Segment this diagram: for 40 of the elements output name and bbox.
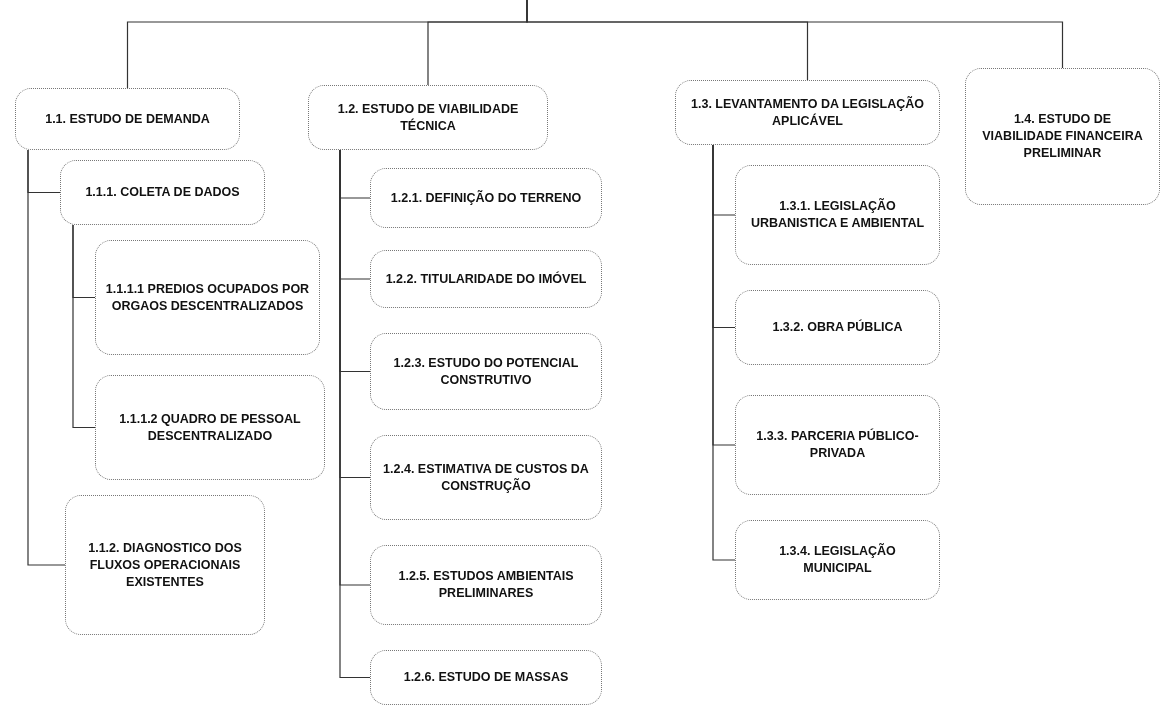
connector-line <box>526 0 1064 69</box>
task-box <box>675 80 940 145</box>
task-box <box>15 88 240 150</box>
task-label: 1.2.1. DEFINIÇÃO DO TERRENO <box>390 189 582 207</box>
task-label: 1.2.6. ESTUDO DE MASSAS <box>403 669 569 686</box>
task-label: 1.1.2. DIAGNOSTICO DOS FLUXOS OPERACIONAIS EXISTENTES <box>87 539 243 591</box>
task-box <box>308 85 548 150</box>
task-label: 1.1.1.1 PREDIOS OCUPADOS POR ORGAOS DESCENTRALIZADOS <box>104 280 311 315</box>
task-label: 1.3.4. LEGISLAÇÃO MUNICIPAL <box>778 543 897 577</box>
task-label: 1.4. ESTUDO DE VIABILIDADE FINANCEIRA PRELIMINAR <box>981 111 1144 162</box>
task-box <box>735 290 940 365</box>
task-label: 1.3.1. LEGISLAÇÃO URBANISTICA E AMBIENTAL <box>749 198 926 232</box>
task-label: 1.3. LEVANTAMENTO DA LEGISLAÇÃO APLICÁVEL <box>690 95 925 130</box>
task-label: 1.3.2. OBRA PÚBLICA <box>772 319 903 336</box>
task-box <box>95 240 320 355</box>
task-box <box>735 395 940 495</box>
connector-line <box>27 149 66 566</box>
task-label: 1.3.3. PARCERIA PÚBLICO-PRIVADA <box>755 428 920 462</box>
task-label: 1.2.4. ESTIMATIVA DE CUSTOS DA CONSTRUÇÃO <box>382 460 590 495</box>
task-label: 1.1. ESTUDO DE DEMANDA <box>45 110 210 128</box>
task-box <box>370 250 602 308</box>
task-label: 1.2. ESTUDO DE VIABILIDADE TÉCNICA <box>336 100 520 135</box>
task-label: 1.2.5. ESTUDOS AMBIENTAIS PRELIMINARES <box>397 568 575 602</box>
task-box <box>370 545 602 625</box>
task-box <box>95 375 325 480</box>
task-box <box>735 520 940 600</box>
task-box <box>370 168 602 228</box>
task-label: 1.1.1.2 QUADRO DE PESSOAL DESCENTRALIZADO <box>118 410 302 445</box>
task-box <box>370 333 602 410</box>
connector-line <box>712 144 736 561</box>
task-label: 1.2.2. TITULARIDADE DO IMÓVEL <box>385 270 587 288</box>
task-label: 1.1.1. COLETA DE DADOS <box>85 184 240 201</box>
task-box <box>60 160 265 225</box>
task-box <box>735 165 940 265</box>
task-label: 1.2.3. ESTUDO DO POTENCIAL CONSTRUTIVO <box>392 354 580 389</box>
connector-line <box>72 224 96 429</box>
task-box <box>65 495 265 635</box>
task-box <box>370 650 602 705</box>
task-box <box>370 435 602 520</box>
task-box <box>965 68 1160 205</box>
